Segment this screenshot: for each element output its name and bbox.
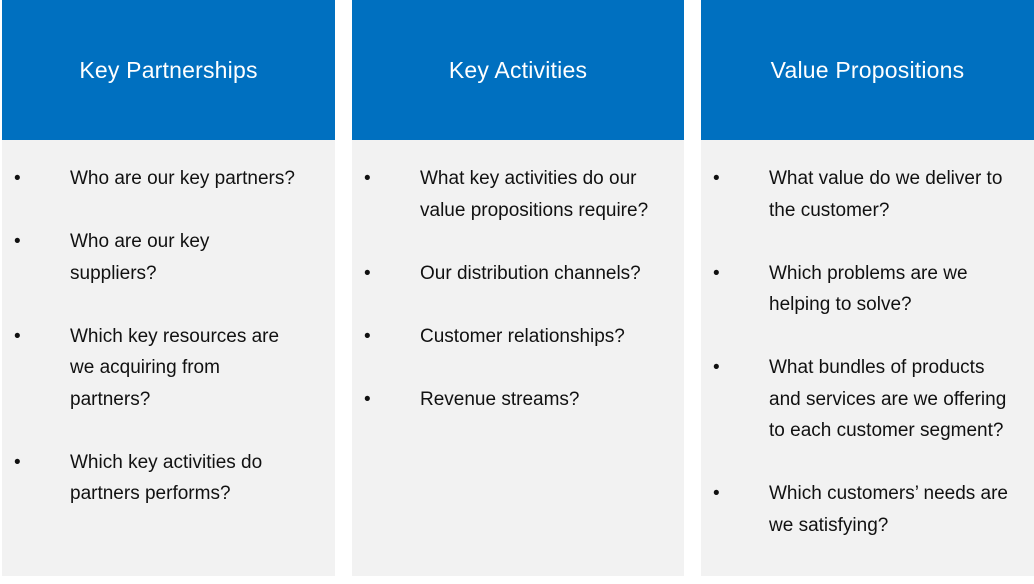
bullet-icon: • [364, 325, 371, 347]
column-title: Key Activities [448, 56, 588, 83]
list-item: • What bundles of products and services … [701, 352, 1027, 447]
item-text: Which key resources are we acquiring fro… [70, 325, 280, 410]
list-item: • Customer relationships? [352, 321, 678, 353]
column-value-propositions: Value Propositions • What value do we de… [701, 0, 1034, 576]
item-text: Which key activities do partners perform… [70, 451, 263, 505]
bullet-icon: • [14, 168, 21, 189]
list-item: • Which customers’ needs are we satisfyi… [701, 478, 1017, 541]
list-item: • Who are our key suppliers? [2, 226, 248, 289]
bullet-icon: • [713, 168, 720, 189]
column-body: • Who are our key partners? • Who are ou… [2, 140, 335, 510]
item-text: Which problems are we helping to solve? [769, 262, 968, 316]
list-item: • Revenue streams? [352, 384, 678, 416]
list-item: • Which problems are we helping to solve… [701, 258, 1007, 321]
list-item: • What key activities do our value propo… [352, 163, 673, 226]
column-key-partnerships: Key Partnerships • Who are our key partn… [2, 0, 335, 576]
item-text: What value do we deliver to the customer… [769, 168, 1003, 221]
list-item: • Which key activities do partners perfo… [2, 447, 298, 510]
bullet-icon: • [364, 262, 371, 284]
bullet-icon: • [364, 168, 371, 189]
item-text: What key activities do our value proposi… [420, 168, 649, 221]
bullet-icon: • [14, 231, 21, 252]
item-text: Which customers’ needs are we satisfying… [769, 483, 1009, 536]
column-title: Key Partnerships [79, 56, 258, 83]
list-item: • Who are our key partners? [2, 163, 328, 195]
item-text: Customer relationships? [420, 325, 625, 347]
bullet-icon: • [364, 388, 371, 410]
bullet-icon: • [713, 262, 720, 284]
list-item: • What value do we deliver to the custom… [701, 163, 1017, 226]
item-text: What bundles of products and services ar… [769, 357, 1007, 441]
column-header: Key Partnerships [2, 0, 335, 140]
column-header: Key Activities [352, 0, 684, 140]
item-text: Who are our key suppliers? [70, 231, 210, 284]
item-text: Revenue streams? [420, 388, 580, 410]
item-text: Who are our key partners? [70, 168, 295, 189]
bullet-icon: • [14, 325, 21, 347]
column-body: • What key activities do our value propo… [352, 140, 684, 415]
bullet-icon: • [14, 451, 21, 473]
column-body: • What value do we deliver to the custom… [701, 140, 1034, 541]
column-header: Value Propositions [701, 0, 1034, 140]
list-item: • Our distribution channels? [352, 258, 678, 290]
bullet-icon: • [713, 357, 720, 378]
bullet-icon: • [713, 483, 720, 504]
column-title: Value Propositions [770, 56, 965, 83]
item-text: Our distribution channels? [420, 262, 641, 284]
column-key-activities: Key Activities • What key activities do … [352, 0, 684, 576]
list-item: • Which key resources are we acquiring f… [2, 321, 310, 416]
